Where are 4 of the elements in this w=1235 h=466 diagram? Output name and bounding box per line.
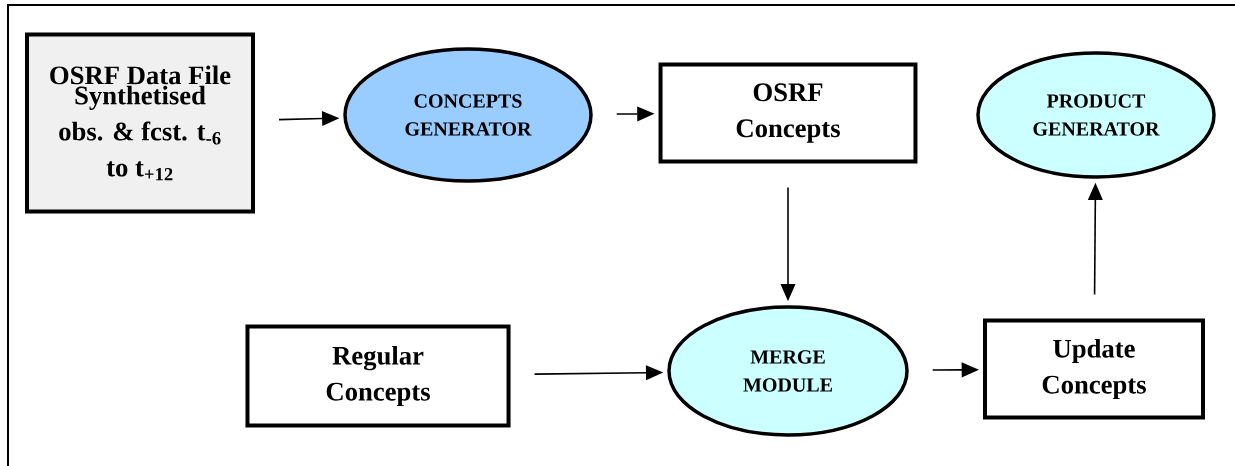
process-box: Regular Concepts (245, 324, 511, 428)
process-box: Update Concepts (983, 318, 1205, 420)
process-box: OSRF Concepts (658, 62, 918, 164)
process-box: OSRF Data File Synthetised obs. & fcst. t$_{-6}$ to t$_{+12}$ (25, 32, 255, 214)
